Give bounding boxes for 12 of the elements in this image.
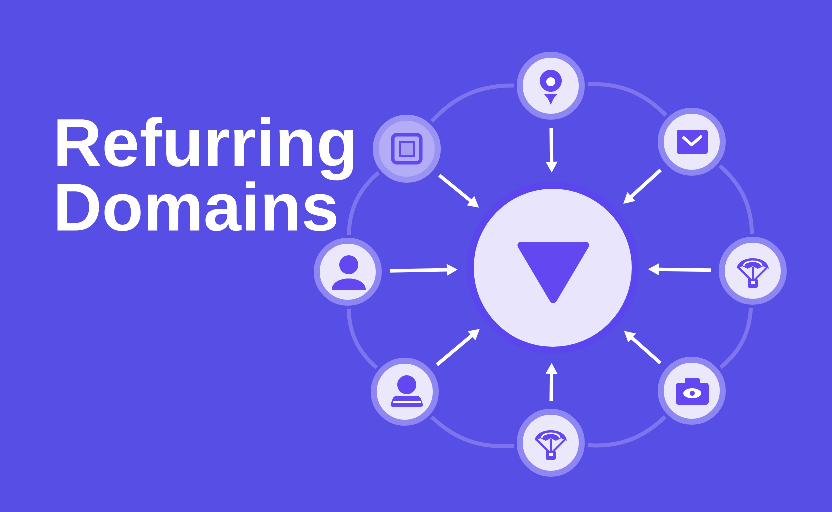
icon-circle — [719, 236, 787, 305]
hub-circle — [467, 182, 639, 354]
orbit-arc — [588, 415, 667, 448]
orbit-arc — [430, 84, 514, 124]
orbit-arc — [346, 308, 378, 370]
orbit-arc — [588, 82, 668, 117]
orbit-arc — [719, 308, 754, 370]
title: Refurring Domains — [58, 117, 354, 232]
orbit-arc — [347, 171, 380, 236]
icon-circle — [517, 408, 585, 477]
orbit-arc — [430, 416, 514, 448]
orbit-arc — [718, 164, 754, 234]
